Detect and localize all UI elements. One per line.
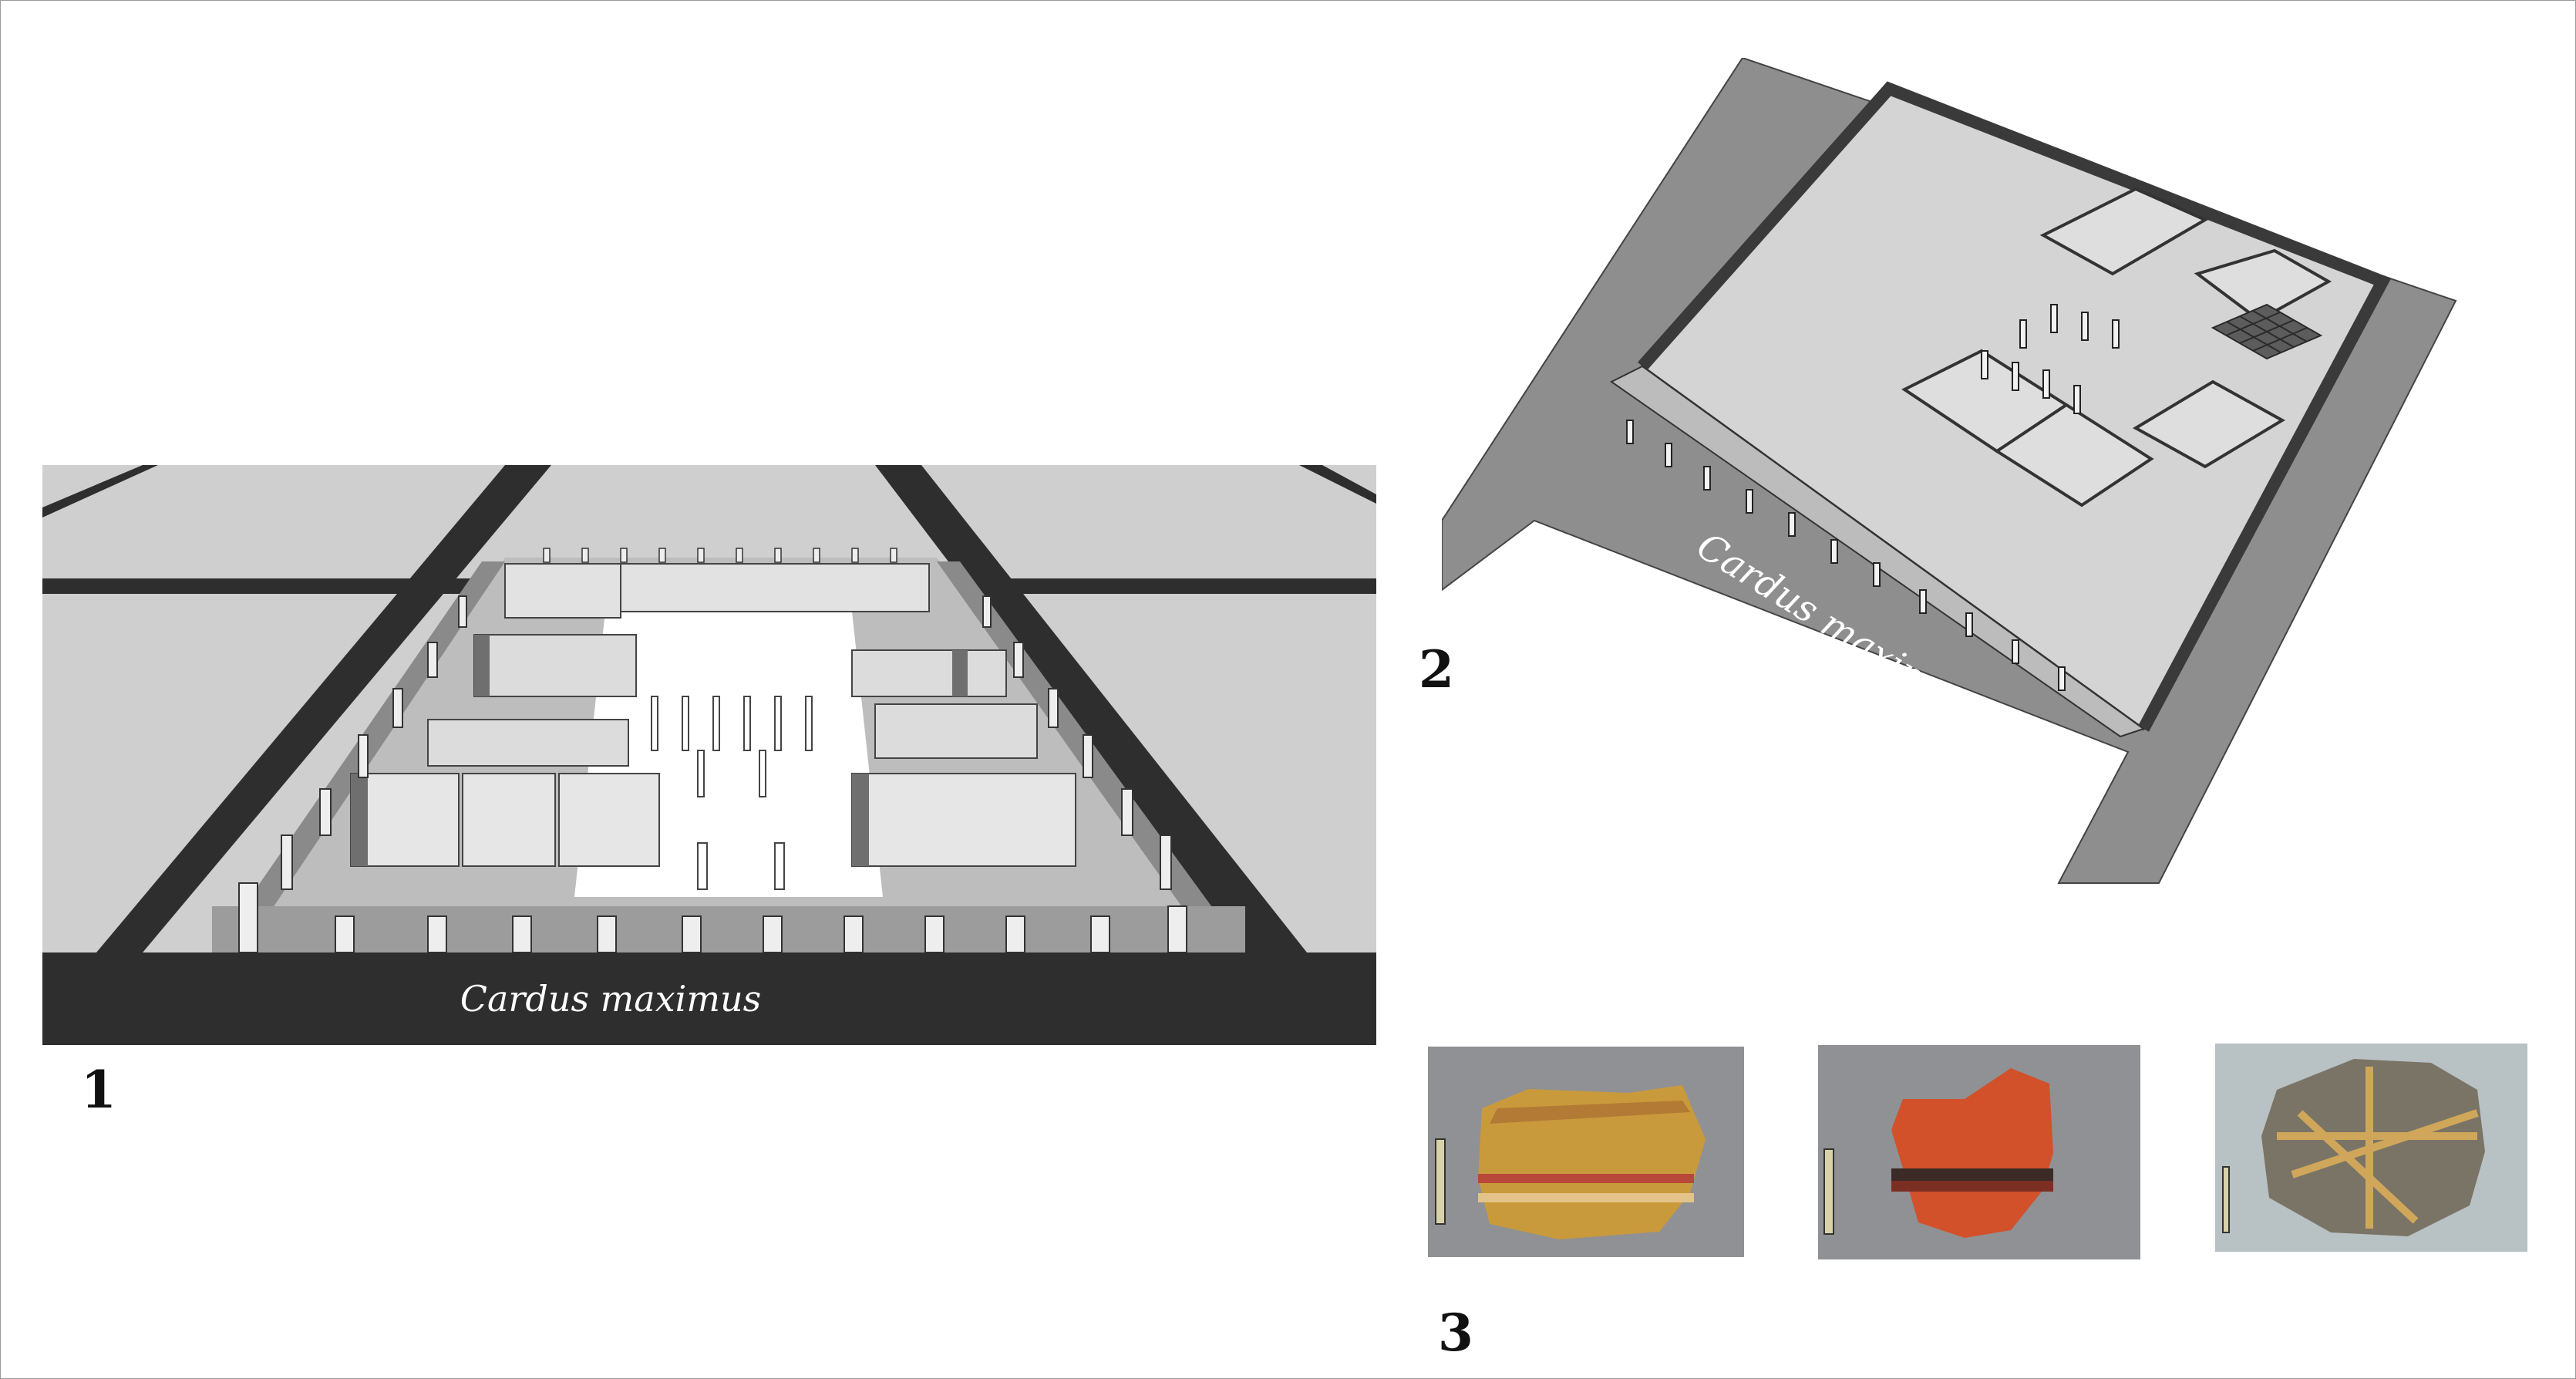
- cardus-maximus-street-band: [42, 952, 1376, 1045]
- street-horizontal-right: [998, 578, 1376, 594]
- front-wall: [1610, 365, 2146, 738]
- wall-shadow-1: [351, 774, 368, 866]
- outer-wall: [1638, 81, 2392, 732]
- fresco-fragment-1: [1428, 1047, 1744, 1257]
- room-block-4: [1994, 403, 2154, 507]
- panel-3-number: 3: [1438, 1303, 1473, 1363]
- room-left-1: [473, 634, 637, 697]
- room-back-1: [504, 563, 621, 619]
- panel-1-reconstruction: Cardus maximus: [42, 465, 1376, 1045]
- panel-2-number: 2: [1419, 639, 1454, 700]
- fresco-fragment-2: [1818, 1045, 2140, 1259]
- room-front-1: [350, 773, 460, 867]
- wall-shadow-2: [852, 774, 869, 866]
- room-front-4: [851, 773, 1076, 867]
- room-front-3: [558, 773, 660, 867]
- room-right-2: [874, 703, 1038, 759]
- room-front-2: [462, 773, 556, 867]
- street-horizontal-left: [42, 578, 474, 594]
- front-columns: [1626, 420, 2066, 691]
- panel-1-street-label: Cardus maximus: [460, 978, 761, 1020]
- wall-shadow-3: [474, 635, 490, 696]
- room-block-2: [2194, 248, 2332, 322]
- street-diagonal-right-band: [875, 465, 1307, 952]
- side-pillars: [281, 595, 1172, 890]
- front-pillars: [238, 882, 1187, 953]
- panel-2-axonometric: Cardus maximus: [1442, 58, 2457, 884]
- street-upper-right: [1299, 465, 1376, 504]
- back-pillars: [543, 548, 897, 563]
- room-right-1: [851, 649, 1007, 697]
- inner-columns: [651, 696, 813, 890]
- room-back-2: [620, 563, 930, 612]
- room-block-5: [2133, 379, 2285, 469]
- room-left-2: [427, 719, 629, 767]
- panel-1-number: 1: [81, 1060, 116, 1120]
- perimeter-wall-front: [212, 906, 1245, 952]
- peristyle-columns: [1981, 304, 2120, 414]
- mosaic-floor: [2211, 303, 2323, 360]
- wall-shadow-4: [952, 650, 968, 696]
- room-block-1: [2039, 187, 2209, 276]
- street-diagonal-left-band: [96, 465, 551, 952]
- fresco-fragment-3: [2215, 1044, 2527, 1252]
- street-upper-left: [42, 465, 158, 518]
